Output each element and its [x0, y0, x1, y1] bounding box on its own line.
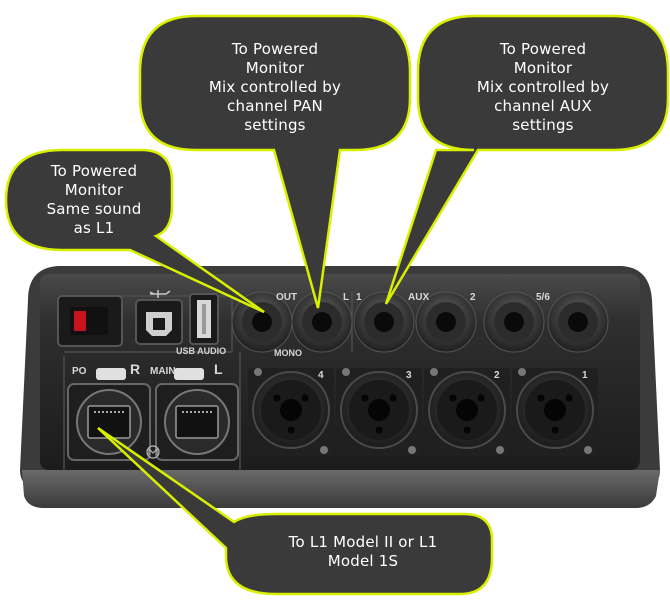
usb-icon	[149, 290, 171, 298]
callout-left-line-1: To Powered	[50, 162, 138, 180]
callout-aux-line-5: settings	[512, 116, 574, 134]
callout-left-text: To Powered Monitor Same sound as L1	[24, 162, 164, 238]
usb-a-port[interactable]	[189, 293, 219, 345]
callout-aux	[384, 14, 670, 305]
callout-bottom-line-1: To L1 Model II or L1	[288, 533, 438, 551]
callout-pan-line-4: channel PAN	[227, 97, 323, 115]
jack-out-r[interactable]	[231, 291, 293, 353]
aux-2-label: 2	[470, 292, 476, 303]
callout-aux-line-4: channel AUX	[494, 97, 592, 115]
callout-left-line-4: as L1	[73, 219, 115, 237]
ch-56-label: 5/6	[536, 292, 550, 303]
ch-3-label: 3	[406, 370, 412, 381]
aux-1-label: 1	[356, 292, 362, 303]
jack-ch6[interactable]	[547, 291, 609, 353]
callout-bottom	[97, 426, 494, 596]
main-label: MAIN	[150, 366, 176, 377]
ch-2-label: 2	[494, 370, 500, 381]
combo-input-3[interactable]	[336, 368, 422, 456]
ch-4-label: 4	[318, 370, 324, 381]
usb-b-port[interactable]	[135, 299, 183, 345]
callout-pan	[138, 14, 412, 309]
callout-bottom-text: To L1 Model II or L1 Model 1S	[240, 533, 486, 571]
callout-pan-text: To Powered Monitor Mix controlled by cha…	[160, 40, 390, 135]
r-label: R	[130, 361, 141, 377]
powered-r-port[interactable]	[67, 368, 151, 461]
out-label: OUT	[276, 292, 298, 303]
callout-aux-line-1: To Powered	[499, 40, 587, 58]
callout-aux-line-2: Monitor	[513, 59, 573, 77]
jack-aux-2[interactable]	[415, 291, 477, 353]
callout-aux-text: To Powered Monitor Mix controlled by cha…	[428, 40, 658, 135]
callout-left	[4, 148, 265, 314]
combo-input-2[interactable]	[424, 368, 510, 456]
ch-1-label: 1	[582, 370, 588, 381]
jack-ch5[interactable]	[483, 291, 545, 353]
callout-left-line-3: Same sound	[46, 200, 142, 218]
callout-left-line-2: Monitor	[64, 181, 124, 199]
callout-pan-line-3: Mix controlled by	[208, 78, 342, 96]
l-label: L	[214, 361, 223, 377]
power-label: PO	[72, 366, 87, 377]
callout-pan-line-5: settings	[244, 116, 306, 134]
aux-label: AUX	[408, 292, 430, 303]
main-l-port[interactable]	[155, 368, 239, 461]
jack-aux-1[interactable]	[353, 291, 415, 353]
usb-audio-label: USB AUDIO	[176, 346, 227, 356]
callout-pan-line-2: Monitor	[245, 59, 305, 77]
callout-pan-line-1: To Powered	[231, 40, 319, 58]
callout-bottom-line-2: Model 1S	[327, 552, 399, 570]
mono-label: MONO	[274, 348, 302, 358]
mute-icon	[146, 445, 160, 459]
power-switch[interactable]	[57, 295, 123, 347]
callout-aux-line-3: Mix controlled by	[476, 78, 610, 96]
combo-input-4[interactable]	[248, 368, 334, 456]
out-l-label: L	[343, 292, 350, 303]
jack-out-l[interactable]	[291, 291, 353, 353]
combo-input-1[interactable]	[512, 368, 598, 456]
